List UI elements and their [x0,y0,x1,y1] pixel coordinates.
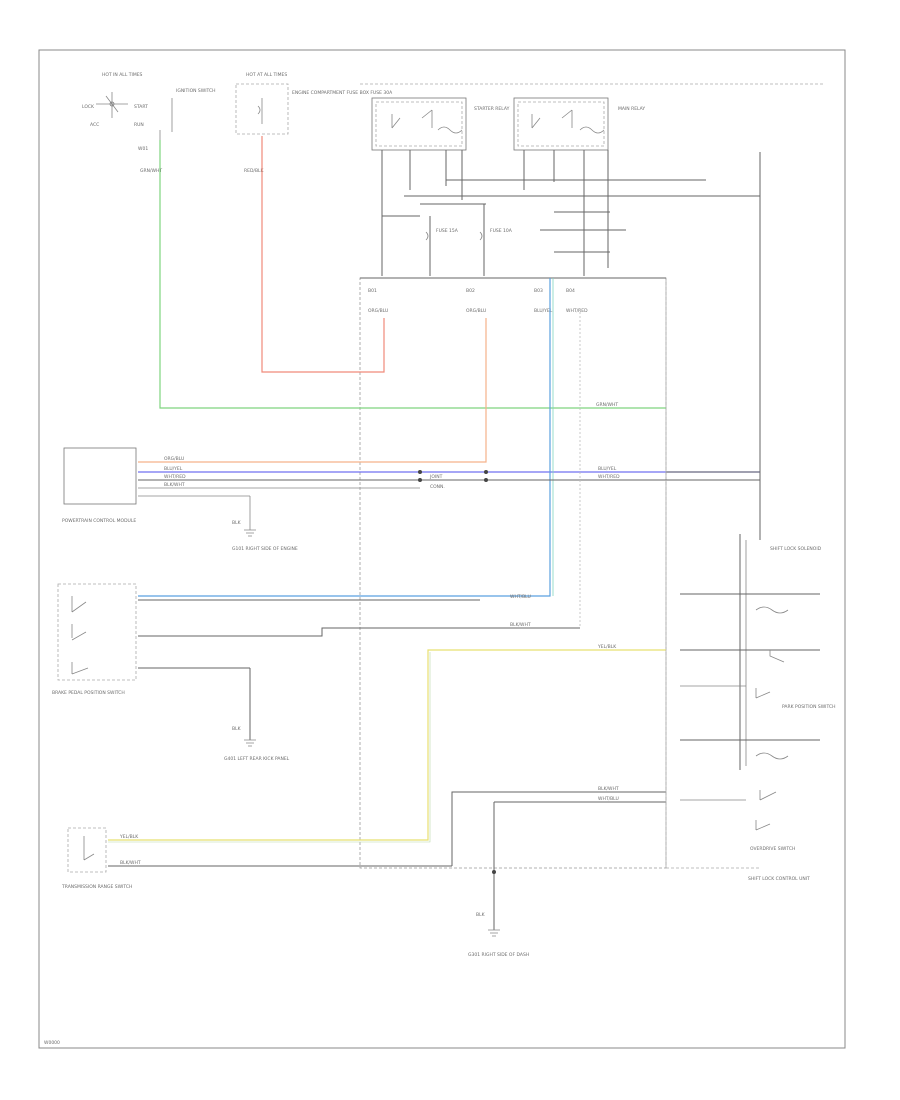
red-wire-label: RED/BLK [244,168,265,174]
blk-label-1: BLK [232,520,242,526]
red-wire [261,136,385,373]
ground-g301-label: G301 RIGHT SIDE OF DASH [468,952,529,958]
fuse2-label: FUSE 10A [490,228,513,234]
starter-relay-label: STARTER RELAY [474,106,510,112]
pcm-module: POWERTRAIN CONTROL MODULE BLK G101 RIGHT… [62,447,298,552]
ignition-switch: HOT IN ALL TIMES LOCK START ACC RUN IGNI… [82,72,216,174]
green-wire [159,140,666,409]
blk-label-2: BLK [232,726,242,732]
svg-text:B04: B04 [566,288,575,294]
diagram-border [38,49,846,1049]
gnd-wire-label-2: WHT/BLU [598,796,619,802]
trans-wire-label: BLK/WHT [120,860,141,866]
svg-text:RUN: RUN [134,122,144,128]
white-wire-label: WHT/RED [164,474,186,480]
shift-lock-control: SHIFT LOCK SOLENOID PARK POSITION SWITCH… [665,280,836,882]
yellow-wire-label-l: YEL/BLK [119,834,139,840]
pcm-label: POWERTRAIN CONTROL MODULE [62,518,136,524]
figure-id: W0000 [44,1040,60,1046]
ground-g101-label: G101 RIGHT SIDE OF ENGINE [232,546,298,552]
svg-text:CONN.: CONN. [430,484,445,490]
ignition-switch-label: IGNITION SWITCH [176,88,216,94]
transmission-sensor: TRANSMISSION RANGE SWITCH BLK/WHT [61,791,666,890]
brake-switch-label: BRAKE PEDAL POSITION SWITCH [52,690,125,696]
pin-label-4: WHT/RED [566,308,588,314]
pcm-pins: B01 ORG/BLU B02 ORG/BLU B03 BLU/YEL B04 … [368,288,588,314]
svg-text:B01: B01 [368,288,377,294]
park-switch-label: PARK POSITION SWITCH [782,704,836,710]
svg-text:B02: B02 [466,288,475,294]
fuse1-label: FUSE 15A [436,228,459,234]
blk-wire-label: BLK/WHT [164,482,185,488]
svg-text:B03: B03 [534,288,543,294]
starter-relay: STARTER RELAY [371,97,510,151]
blk-label-3: BLK [476,912,486,918]
overdrive-switch-label: OVERDRIVE SWITCH [750,846,795,852]
pin-label-1: ORG/BLU [368,308,388,314]
svg-text:ACC: ACC [90,122,99,128]
shift-lock-label: SHIFT LOCK SOLENOID [770,546,822,552]
teal-wire [138,278,551,597]
yellow-wire [108,649,666,841]
ground-g401-label: G401 LEFT REAR KICK PANEL [224,756,290,762]
gnd-wire-label-1: BLK/WHT [598,786,619,792]
blue-wire-label-r: BLU/YEL [598,466,617,472]
white-wire-label-r: WHT/RED [598,474,620,480]
main-relay: MAIN RELAY [513,97,645,151]
ign-hot-label: HOT IN ALL TIMES [102,72,143,78]
green-wire-label-1: GRN/WHT [140,168,162,174]
svg-text:LOCK: LOCK [82,104,95,110]
fuse-box: HOT AT ALL TIMES ENGINE COMPARTMENT FUSE… [235,72,393,174]
pin-label-3: BLU/YEL [534,308,553,314]
fuse-box-label: ENGINE COMPARTMENT FUSE BOX FUSE 30A [292,90,393,96]
main-relay-label: MAIN RELAY [618,106,645,112]
pin-label-2: ORG/BLU [466,308,486,314]
run-hot-label: HOT AT ALL TIMES [246,72,287,78]
wire-label-brake-2: BLK/WHT [510,622,531,628]
svg-text:START: START [134,104,148,110]
wire-label-brake-1: WHT/BLU [510,594,531,600]
ground-g301: BLK G301 RIGHT SIDE OF DASH BLK/WHT WHT/… [468,786,666,958]
transmission-sensor-label: TRANSMISSION RANGE SWITCH [61,884,132,890]
green-wire-label-2: GRN/WHT [596,402,618,408]
brake-switch: BRAKE PEDAL POSITION SWITCH BLK G401 LEF… [52,583,580,762]
yellow-wire-label: YEL/BLK [597,644,617,650]
relay-wiring: FUSE 15A FUSE 10A [381,150,761,540]
orange-wire [138,318,487,463]
svg-text:JOINT: JOINT [429,474,443,480]
orange-wire-label: ORG/BLU [164,456,184,462]
svg-text:W01: W01 [138,146,148,152]
ctrl-module-label: SHIFT LOCK CONTROL UNIT [748,876,810,882]
blue-wire-label: BLU/YEL [164,466,183,472]
